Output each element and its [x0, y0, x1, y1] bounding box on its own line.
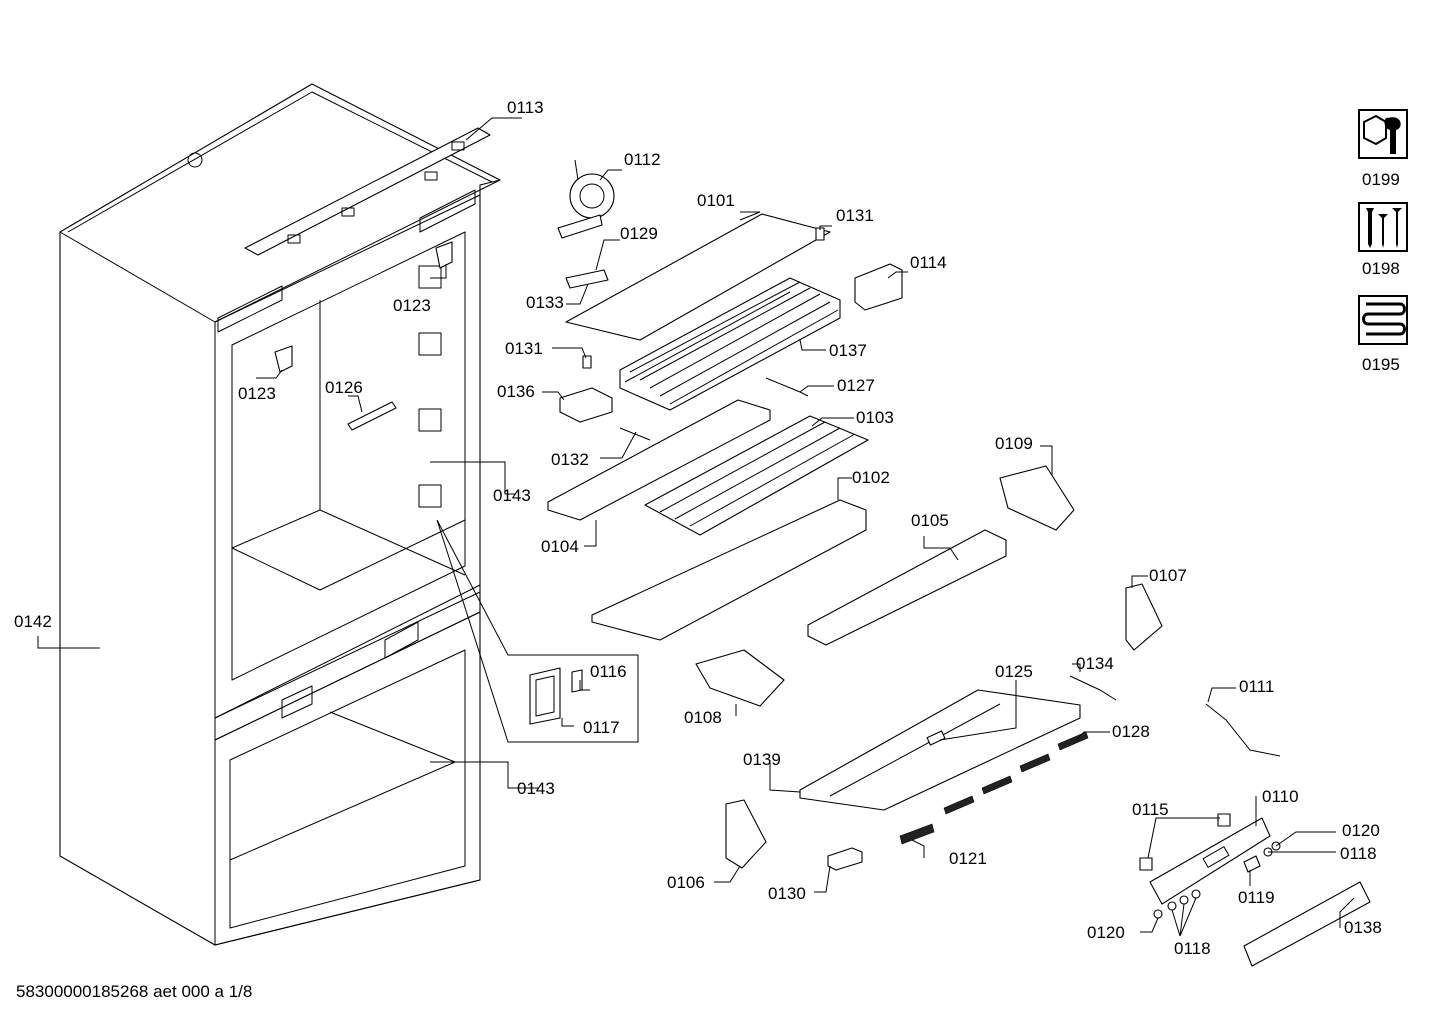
label-0131-top: 0131: [836, 206, 874, 225]
part-0108-bracket: [695, 649, 785, 707]
label-0123-upper: 0123: [393, 296, 431, 315]
label-0110: 0110: [1262, 787, 1299, 806]
legend: 0199 0198 0195: [1358, 109, 1408, 374]
part-0112-fan: [557, 159, 615, 239]
part-0102-drip-tray: [591, 499, 867, 641]
label-0126: 0126: [325, 378, 363, 397]
label-0138: 0138: [1344, 918, 1382, 937]
part-0111-cable: [1205, 703, 1281, 757]
part-0136-block: [559, 387, 613, 423]
label-0112: 0112: [624, 150, 661, 169]
label-0102: 0102: [852, 468, 890, 487]
part-0119-button: [1243, 855, 1261, 873]
heating-coil-icon: [1358, 295, 1408, 345]
part-0115b: [1217, 813, 1231, 827]
legend-label-0199: 0199: [1362, 170, 1400, 189]
label-0132: 0132: [551, 450, 589, 469]
label-0125: 0125: [995, 662, 1033, 681]
label-0134: 0134: [1076, 654, 1114, 673]
part-0134-sensor: [1069, 675, 1117, 701]
part-labels: 0113 0112 0101 0131 0129 0114 0133 0123 …: [14, 98, 1382, 958]
part-0139-duct: [799, 689, 1089, 815]
part-0106-bracket: [725, 799, 767, 869]
label-0113: 0113: [507, 98, 544, 117]
label-0109: 0109: [995, 434, 1033, 453]
label-0115: 0115: [1132, 800, 1169, 819]
legend-label-0195: 0195: [1362, 355, 1400, 374]
leader-lines: [37, 117, 1355, 937]
label-0107: 0107: [1149, 566, 1187, 585]
label-0105: 0105: [911, 511, 949, 530]
part-0138-fascia: [1243, 881, 1371, 967]
label-0119: 0119: [1238, 888, 1275, 907]
label-0128: 0128: [1112, 722, 1150, 741]
label-0137: 0137: [829, 341, 867, 360]
label-0101: 0101: [697, 191, 735, 210]
part-0137-evaporator: [619, 277, 841, 411]
part-0127-sensor: [765, 377, 809, 397]
part-0121-grille: [899, 823, 935, 845]
label-0103: 0103: [856, 408, 894, 427]
part-0130-clip: [827, 847, 863, 871]
cabinet-body: [59, 83, 501, 946]
label-0130: 0130: [768, 884, 806, 903]
label-0118-left: 0118: [1174, 939, 1211, 958]
label-0143-upper: 0143: [493, 486, 531, 505]
part-0104-tray: [547, 399, 771, 521]
label-0129: 0129: [620, 224, 658, 243]
label-0123-lower: 0123: [238, 384, 276, 403]
label-0139: 0139: [743, 750, 781, 769]
label-0108: 0108: [684, 708, 722, 727]
label-0111: 0111: [1239, 677, 1274, 696]
part-0129-clip: [565, 269, 609, 289]
label-0120-left: 0120: [1087, 923, 1125, 942]
label-0136: 0136: [497, 382, 535, 401]
part-0132-sensor: [619, 427, 651, 441]
wrench-nut-icon: [1358, 109, 1408, 159]
part-0117-shape: [529, 667, 561, 725]
part-0114-bracket: [854, 263, 903, 311]
detail-callout-box: [436, 519, 639, 743]
label-0106: 0106: [667, 873, 705, 892]
label-0131-mid: 0131: [505, 339, 543, 358]
part-0110-control-panel: [1149, 817, 1271, 905]
label-0127: 0127: [837, 376, 875, 395]
label-0114: 0114: [910, 253, 947, 272]
label-0133: 0133: [526, 293, 564, 312]
part-0105-channel: [807, 529, 1007, 646]
label-0117: 0117: [583, 718, 620, 737]
label-0121: 0121: [949, 849, 987, 868]
label-0104: 0104: [541, 537, 579, 556]
document-id: 58300000185268 aet 000 a 1/8: [16, 982, 252, 1001]
part-0109-bracket: [999, 465, 1075, 531]
legend-label-0198: 0198: [1362, 259, 1400, 278]
screws-icon: [1358, 202, 1408, 252]
label-0116: 0116: [590, 662, 627, 681]
label-0143-lower: 0143: [517, 779, 555, 798]
label-0120-right: 0120: [1342, 821, 1380, 840]
part-0115a: [1139, 857, 1153, 871]
part-0131b-clip: [582, 355, 592, 369]
part-0103-heater-grid: [644, 415, 869, 536]
part-0101-plate: [565, 213, 831, 341]
part-0107-bracket: [1125, 583, 1163, 651]
label-0118-right: 0118: [1340, 844, 1377, 863]
label-0142: 0142: [14, 612, 52, 631]
